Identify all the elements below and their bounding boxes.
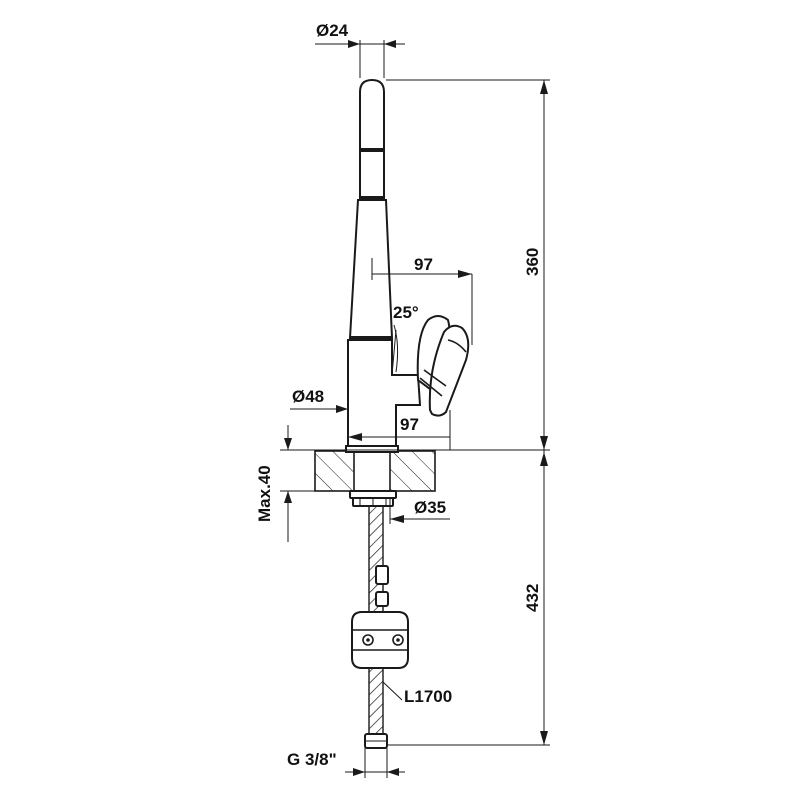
faucet-body — [345, 78, 422, 453]
hose-weight — [351, 611, 409, 669]
label-body-diameter: Ø48 — [292, 387, 324, 406]
spout-tube — [359, 78, 385, 201]
label-base-reach: 97 — [400, 415, 419, 434]
tapered-body — [348, 199, 394, 339]
label-total-height: 360 — [523, 248, 542, 276]
connector-g38 — [364, 733, 388, 749]
label-spout-diameter: Ø24 — [316, 21, 349, 40]
label-handle-angle: 25° — [393, 303, 419, 322]
dimension-lines — [280, 40, 550, 778]
label-hose-length: L1700 — [404, 687, 452, 706]
label-shank-diameter: Ø35 — [414, 498, 446, 517]
label-connection-thread: G 3/8" — [287, 750, 337, 769]
shank-nut — [349, 490, 397, 507]
handle-lever — [416, 315, 470, 417]
dimension-labels: Ø24 360 97 25° Ø48 97 Max.40 Ø35 432 L17… — [255, 21, 542, 769]
label-below-counter: 432 — [523, 584, 542, 612]
countertop-section — [314, 450, 436, 492]
label-spout-reach: 97 — [414, 255, 433, 274]
label-max-counter: Max.40 — [255, 465, 274, 522]
